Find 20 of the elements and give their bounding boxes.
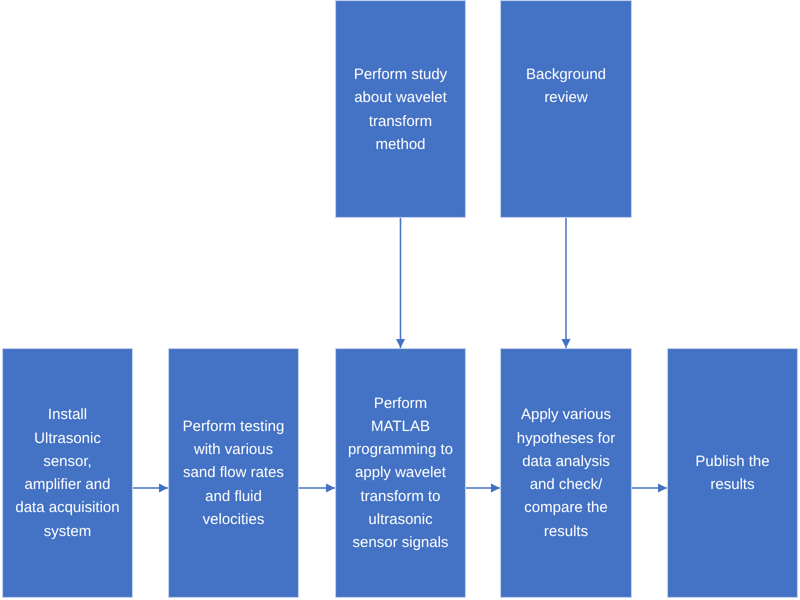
box-text: Perform MATLAB programming to apply wavelet transform to ultrasonic sensor signals	[346, 394, 454, 554]
process-box	[500, 0, 632, 218]
arrow	[299, 484, 335, 492]
process-box	[667, 348, 798, 598]
arrow	[466, 484, 500, 492]
process-box	[335, 348, 466, 598]
process-box	[335, 0, 466, 218]
arrow	[396, 218, 405, 348]
process-box	[500, 348, 632, 598]
arrow	[632, 484, 667, 492]
box-text: Install Ultrasonic sensor, amplifier and data acquisition system	[14, 405, 121, 542]
box-text: Perform testing with various sand flow rates and fluid velocities	[182, 416, 286, 530]
box-text: Apply various hypotheses for data analysis and check/ compare the results	[516, 405, 616, 542]
arrow	[562, 218, 570, 348]
box-text: Publish the results	[694, 452, 771, 495]
process-box	[2, 348, 133, 598]
box-text: Perform study about wavelet transform method	[352, 65, 448, 155]
box-text: Background review	[524, 65, 608, 108]
process-box	[168, 348, 299, 598]
arrow	[133, 484, 168, 492]
